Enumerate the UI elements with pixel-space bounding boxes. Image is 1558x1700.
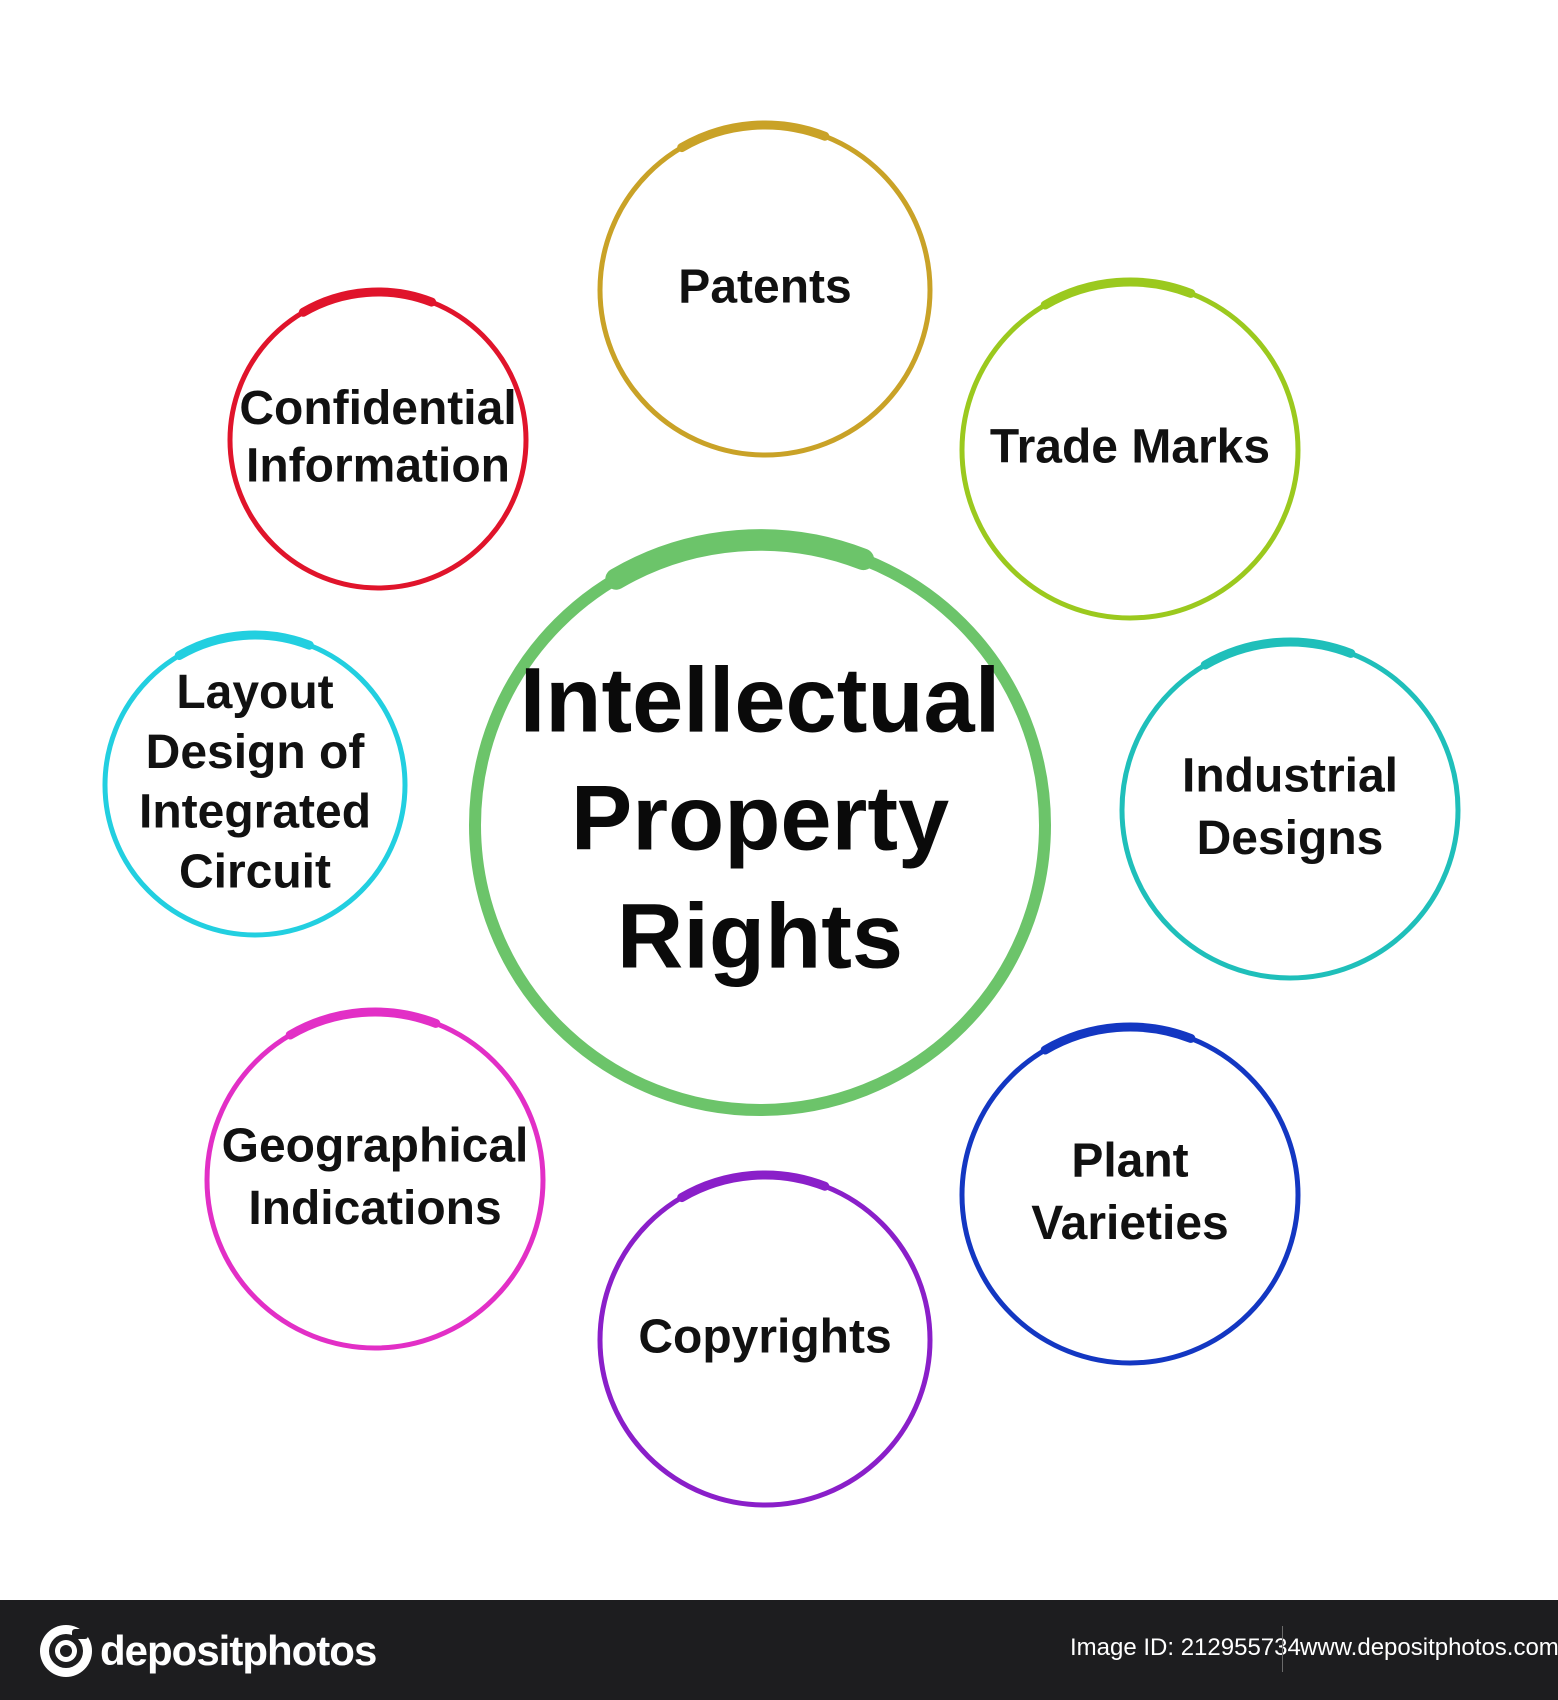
center-title-line: Rights bbox=[617, 885, 903, 987]
node-label-layout-design-line: Circuit bbox=[179, 845, 331, 898]
node-confidential-information-brush-stroke bbox=[298, 287, 437, 317]
node-label-industrial-designs-line: Industrial bbox=[1182, 749, 1398, 802]
center-node-brush-stroke bbox=[605, 529, 875, 590]
site-url-link[interactable]: www.depositphotos.com bbox=[1300, 1634, 1558, 1661]
node-plant-varieties-ring bbox=[959, 1024, 1301, 1366]
node-patents: Patents bbox=[597, 120, 933, 458]
footer-divider bbox=[1282, 1626, 1283, 1672]
node-label-patents-line: Patents bbox=[678, 261, 851, 314]
footer-bar: depositphotos Image ID: 212955734 www.de… bbox=[0, 1600, 1558, 1700]
node-patents-brush-stroke bbox=[677, 120, 830, 153]
node-label-confidential-information-line: Information bbox=[246, 439, 510, 492]
node-copyrights: Copyrights bbox=[597, 1170, 933, 1508]
node-trade-marks-brush-stroke bbox=[1040, 277, 1196, 310]
image-id-label: Image ID: 212955734 bbox=[1070, 1634, 1301, 1661]
node-geographical-indications-ring bbox=[204, 1009, 546, 1351]
node-label-geographical-indications-line: Indications bbox=[248, 1182, 501, 1235]
node-label-geographical-indications-line: Geographical bbox=[222, 1119, 529, 1172]
node-label-plant-varieties-line: Plant bbox=[1071, 1134, 1188, 1187]
node-label-trade-marks-line: Trade Marks bbox=[990, 421, 1270, 474]
node-layout-design-brush-stroke bbox=[174, 630, 314, 661]
node-label-plant-varieties-line: Varieties bbox=[1031, 1197, 1228, 1250]
node-industrial-designs-brush-stroke bbox=[1200, 637, 1356, 670]
node-label-layout-design-line: Design of bbox=[146, 726, 366, 779]
brand-name: depositphotos bbox=[100, 1627, 377, 1674]
node-geographical-indications-brush-stroke bbox=[285, 1007, 441, 1040]
center-title-line: Intellectual bbox=[520, 649, 1001, 751]
brand-logo[interactable]: depositphotos bbox=[38, 1622, 377, 1680]
node-trade-marks: Trade Marks bbox=[959, 277, 1301, 621]
node-label-industrial-designs-line: Designs bbox=[1197, 812, 1384, 865]
node-label-copyrights-line: Copyrights bbox=[638, 1311, 891, 1364]
center-title-line: Property bbox=[571, 767, 949, 869]
node-label-confidential-information-line: Confidential bbox=[239, 382, 516, 435]
node-copyrights-brush-stroke bbox=[677, 1170, 830, 1203]
node-plant-varieties-brush-stroke bbox=[1040, 1022, 1196, 1055]
node-label-layout-design-line: Integrated bbox=[139, 786, 371, 839]
node-industrial-designs-ring bbox=[1119, 639, 1461, 981]
node-label-layout-design-line: Layout bbox=[176, 666, 333, 719]
camera-icon bbox=[40, 1625, 92, 1677]
